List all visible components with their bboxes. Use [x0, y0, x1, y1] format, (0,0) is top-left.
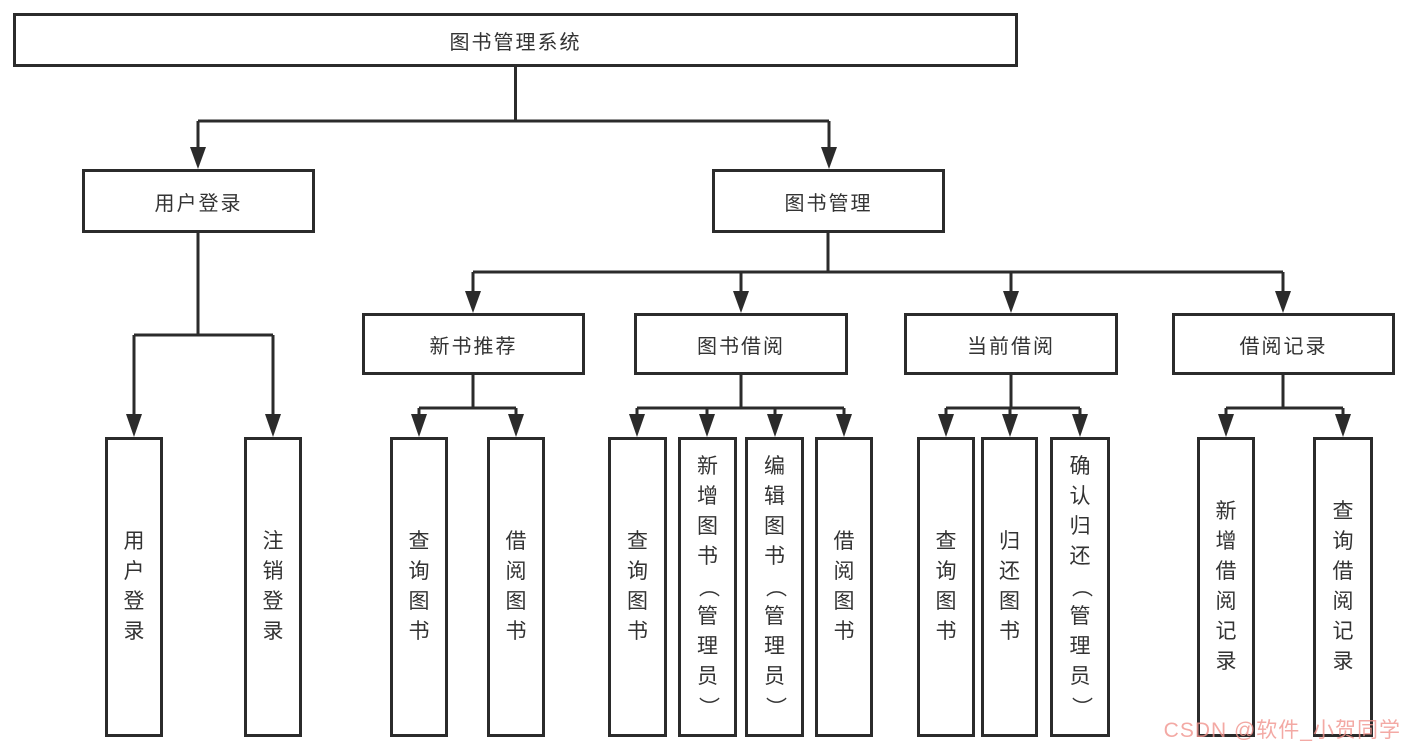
node-label: 用户登录 [154, 192, 243, 215]
node-user-login: 用户登录 [82, 169, 315, 233]
node-borrow-query-books: 查询图书 [608, 437, 667, 737]
node-recommend-borrow-books: 借阅图书 [487, 437, 545, 737]
node-new-book-recommend: 新书推荐 [362, 313, 585, 375]
node-records-query-record: 查询借阅记录 [1313, 437, 1373, 737]
node-label: 图书管理系统 [449, 31, 582, 54]
node-label: 当前借阅 [967, 335, 1055, 358]
node-book-management: 图书管理 [712, 169, 945, 233]
node-current-borrow: 当前借阅 [904, 313, 1118, 375]
node-library-system: 图书管理系统 [13, 13, 1018, 67]
node-book-borrow: 图书借阅 [634, 313, 848, 375]
node-label: 新书推荐 [429, 335, 518, 358]
node-records-add-record: 新增借阅记录 [1197, 437, 1255, 737]
node-label: 图书借阅 [697, 335, 785, 358]
node-recommend-query-books: 查询图书 [390, 437, 448, 737]
node-current-confirm-return-admin: 确认归还（管理员） [1050, 437, 1110, 737]
node-label: 借阅记录 [1239, 335, 1328, 358]
node-login-user-login: 用户登录 [105, 437, 163, 737]
node-current-query-books: 查询图书 [917, 437, 975, 737]
node-borrow-add-books-admin: 新增图书（管理员） [678, 437, 737, 737]
node-label: 图书管理 [784, 192, 873, 215]
node-current-return-books: 归还图书 [981, 437, 1038, 737]
node-borrow-edit-books-admin: 编辑图书（管理员） [745, 437, 804, 737]
node-login-logout: 注销登录 [244, 437, 302, 737]
csdn-watermark: CSDN @软件_小贺同学 [1163, 719, 1401, 742]
node-borrow-records: 借阅记录 [1172, 313, 1395, 375]
node-borrow-borrow-books: 借阅图书 [815, 437, 873, 737]
